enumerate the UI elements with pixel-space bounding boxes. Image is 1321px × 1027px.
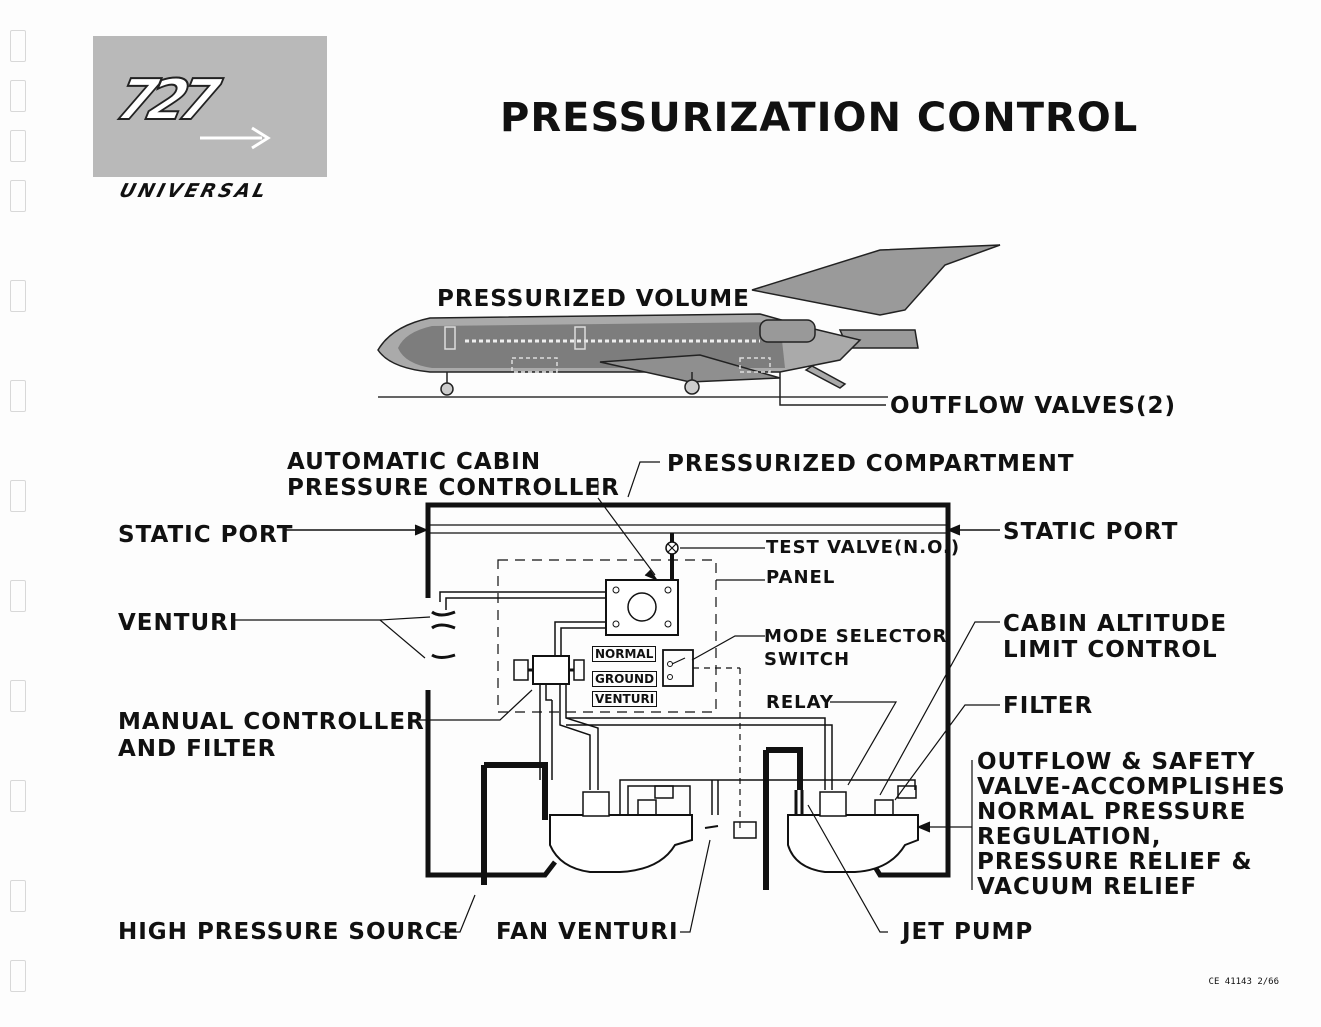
manual-controller-label-2: AND FILTER bbox=[118, 736, 277, 762]
logo-box bbox=[93, 36, 327, 177]
outflow-safety-label-4: REGULATION, bbox=[977, 824, 1162, 850]
binder-hole bbox=[10, 480, 26, 512]
panel-label: PANEL bbox=[766, 567, 836, 588]
binder-hole bbox=[10, 680, 26, 712]
footer-code: CE 41143 2/66 bbox=[1208, 977, 1279, 987]
jet-pump-label: JET PUMP bbox=[902, 919, 1034, 945]
venturi-label: VENTURI bbox=[118, 610, 239, 636]
pressurized-compartment-label: PRESSURIZED COMPARTMENT bbox=[667, 451, 1075, 477]
binder-hole bbox=[10, 580, 26, 612]
outflow-valves-label: OUTFLOW VALVES(2) bbox=[890, 393, 1177, 419]
static-port-right-label: STATIC PORT bbox=[1003, 519, 1179, 545]
binder-hole bbox=[10, 280, 26, 312]
mode-selector-label-2: SWITCH bbox=[764, 649, 851, 670]
page-title: PRESSURIZATION CONTROL bbox=[500, 95, 1139, 141]
switch-position-normal: NORMAL bbox=[592, 646, 657, 662]
binder-hole bbox=[10, 880, 26, 912]
binder-hole bbox=[10, 960, 26, 992]
binder-hole bbox=[10, 780, 26, 812]
pressurized-compartment bbox=[233, 461, 1000, 933]
cabin-altitude-label-1: CABIN ALTITUDE bbox=[1003, 611, 1228, 637]
switch-position-venturi: VENTURI bbox=[592, 691, 658, 707]
outflow-safety-label-1: OUTFLOW & SAFETY bbox=[977, 749, 1256, 775]
pressurized-volume-label: PRESSURIZED VOLUME bbox=[437, 286, 750, 312]
fan-venturi-label: FAN VENTURI bbox=[496, 919, 679, 945]
auto-controller-label-1: AUTOMATIC CABIN bbox=[287, 449, 542, 475]
airplane-illustration bbox=[377, 244, 1001, 406]
high-pressure-source-label: HIGH PRESSURE SOURCE bbox=[118, 919, 460, 945]
relay-label: RELAY bbox=[766, 692, 834, 713]
binder-hole bbox=[10, 130, 26, 162]
manual-controller-label-1: MANUAL CONTROLLER bbox=[118, 709, 425, 735]
binder-hole bbox=[10, 180, 26, 212]
binder-hole bbox=[10, 30, 26, 62]
binder-hole bbox=[10, 380, 26, 412]
outflow-safety-label-5: PRESSURE RELIEF & bbox=[977, 849, 1253, 875]
outflow-safety-label-6: VACUUM RELIEF bbox=[977, 874, 1198, 900]
outflow-safety-label-3: NORMAL PRESSURE bbox=[977, 799, 1247, 825]
auto-controller-label-2: PRESSURE CONTROLLER bbox=[287, 475, 620, 501]
filter-label: FILTER bbox=[1003, 693, 1094, 719]
binder-hole bbox=[10, 80, 26, 112]
mode-selector-label-1: MODE SELECTOR bbox=[764, 626, 948, 647]
test-valve-label: TEST VALVE(N.O.) bbox=[766, 537, 961, 558]
cabin-altitude-label-2: LIMIT CONTROL bbox=[1003, 637, 1218, 663]
static-port-left-label: STATIC PORT bbox=[118, 522, 294, 548]
switch-position-ground: GROUND bbox=[592, 671, 658, 687]
outflow-safety-label-2: VALVE-ACCOMPLISHES bbox=[977, 774, 1286, 800]
